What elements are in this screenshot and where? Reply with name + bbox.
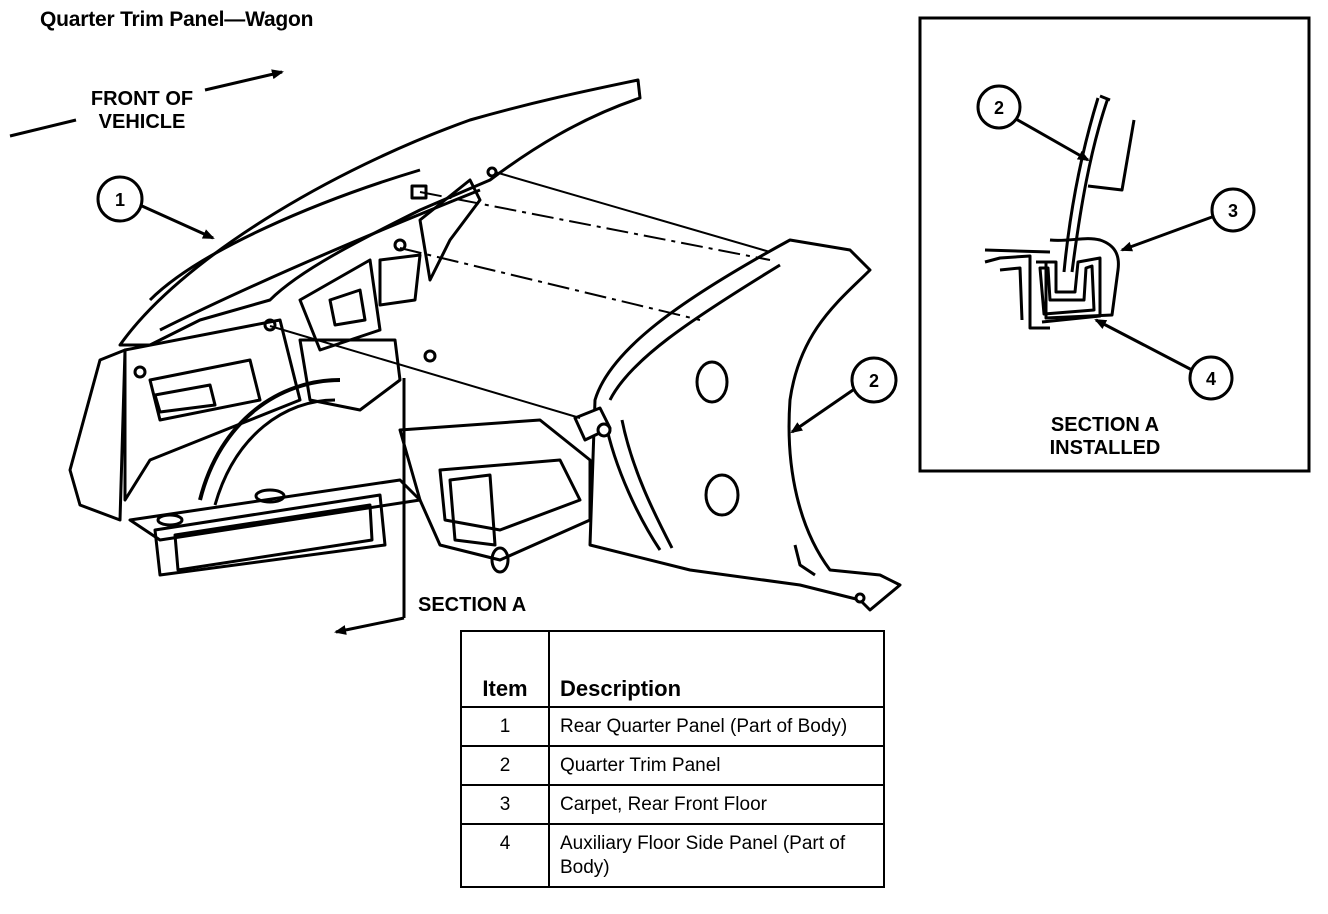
inset-callout-3: 3 — [1120, 187, 1256, 252]
callout-2-number: 2 — [869, 371, 879, 391]
callout-1-number: 1 — [115, 190, 125, 210]
table-row: 4 Auxiliary Floor Side Panel (Part of Bo… — [460, 823, 885, 888]
table-row: 2 Quarter Trim Panel — [460, 745, 885, 786]
alignment-lines — [269, 171, 771, 419]
inset-callout-4: 4 — [1094, 318, 1234, 401]
front-of-vehicle-line-2: VEHICLE — [98, 111, 186, 133]
table-row: 3 Carpet, Rear Front Floor — [460, 784, 885, 825]
callout-1: 1 — [96, 175, 215, 240]
legend-item-description: Quarter Trim Panel — [548, 745, 885, 786]
inset-section-drawing — [984, 94, 1136, 330]
page-title: Quarter Trim Panel—Wagon — [40, 8, 314, 31]
front-direction-arrow — [9, 69, 284, 138]
legend-item-number: 4 — [460, 823, 550, 888]
inset-caption: SECTION A INSTALLED — [1030, 414, 1180, 460]
legend-header-description: Description — [548, 630, 885, 708]
front-of-vehicle-label: FRONT OF VEHICLE — [80, 88, 204, 134]
legend-header-row: Item Description — [460, 630, 885, 708]
section-a-inset: 2 3 4 — [918, 16, 1311, 473]
section-a-cut-line — [334, 378, 406, 635]
front-of-vehicle-line-1: FRONT OF — [90, 88, 194, 110]
quarter-trim-panel-illustration — [573, 238, 902, 612]
legend-item-description: Rear Quarter Panel (Part of Body) — [548, 706, 885, 747]
legend-item-number: 2 — [460, 745, 550, 786]
inset-caption-line-1: SECTION A — [1050, 414, 1160, 436]
legend-header-item: Item — [460, 630, 550, 708]
table-row: 1 Rear Quarter Panel (Part of Body) — [460, 706, 885, 747]
inset-frame — [918, 16, 1311, 473]
legend-item-number: 1 — [460, 706, 550, 747]
inset-caption-line-2: INSTALLED — [1049, 437, 1161, 459]
legend-item-description: Auxiliary Floor Side Panel (Part of Body… — [548, 823, 885, 888]
legend-item-description: Carpet, Rear Front Floor — [548, 784, 885, 825]
parts-legend-table: Item Description 1 Rear Quarter Panel (P… — [460, 630, 885, 888]
inset-callout-2: 2 — [976, 84, 1090, 162]
body-structure-illustration — [68, 78, 642, 577]
inset-callout-3-number: 3 — [1228, 201, 1238, 221]
section-a-label: SECTION A — [418, 594, 527, 616]
inset-callout-4-number: 4 — [1206, 369, 1216, 389]
legend-item-number: 3 — [460, 784, 550, 825]
callout-2: 2 — [790, 356, 898, 434]
inset-callout-2-number: 2 — [994, 98, 1004, 118]
